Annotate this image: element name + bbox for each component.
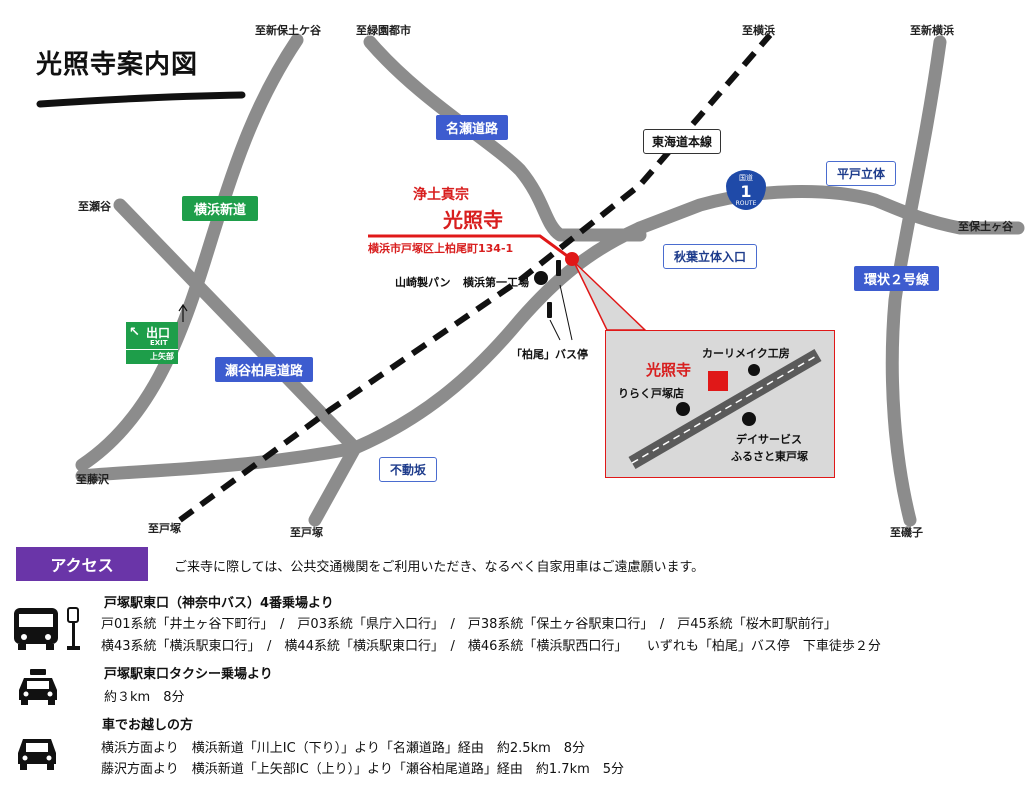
dest-midori: 至緑園都市: [356, 24, 411, 37]
yamazaki-dot: [534, 271, 548, 285]
road-nasedoro: [363, 35, 647, 242]
dest-yokohama: 至横浜: [742, 24, 775, 37]
inset-temple-name: 光照寺: [646, 361, 692, 379]
road-yokohama-shindo: [113, 198, 362, 455]
dest-seya: 至瀬谷: [78, 200, 111, 213]
taxi-line-1: 約３km 8分: [104, 690, 185, 705]
dest-totsuka-2: 至戸塚: [290, 526, 323, 539]
route1-kokudo: 国道: [739, 174, 753, 182]
dest-shinhodogaya: 至新保土ケ谷: [255, 24, 321, 37]
area-map: 光照寺案内図 至新保土ケ谷 至緑園都市 至横浜 至新横浜 至瀬谷 至保土ヶ谷 至…: [36, 24, 1025, 539]
temple-leader-line: [368, 234, 571, 260]
access-intro: ご来寺に際しては、公共交通機関をご利用いただき、なるべく自家用車はご遠慮願います…: [174, 560, 705, 575]
exit-sign: ↖ 出口 EXIT 上矢部: [126, 322, 178, 364]
label-hirado: 平戸立体: [826, 161, 897, 186]
car-title: 車でお越しの方: [102, 718, 194, 733]
label-segaya: 瀬谷柏尾道路: [215, 357, 314, 382]
label-fudozaka: 不動坂: [379, 457, 438, 482]
label-tokaido: 東海道本線: [643, 129, 722, 154]
car-line-1: 横浜方面より 横浜新道「川上IC（下り）」より「名瀬道路」経由 約2.5km 8…: [101, 741, 586, 756]
taxi-title: 戸塚駅東口タクシー乗場より: [104, 667, 273, 682]
label-akiba: 秋葉立体入口: [663, 244, 758, 269]
road-shinhodogaya: [75, 33, 304, 472]
bus-line-2: 横43系統「横浜駅東口行」 / 横44系統「横浜駅東口行」 / 横46系統「横浜…: [101, 639, 881, 654]
dest-shinyokohama: 至新横浜: [910, 24, 954, 37]
inset-dayservice-2: ふるさと東戸塚: [731, 450, 808, 463]
map-title: 光照寺案内図: [36, 50, 199, 80]
route1-shield: 国道 1 ROUTE: [726, 170, 766, 210]
inset-pointer: [573, 261, 647, 331]
bus-icon: [12, 606, 82, 656]
dest-hodogaya: 至保土ヶ谷: [958, 220, 1013, 233]
dest-fujisawa: 至藤沢: [76, 473, 109, 486]
road-fujisawa: [75, 441, 362, 483]
road-kanjo2: [885, 35, 947, 527]
dest-totsuka-1: 至戸塚: [148, 522, 181, 535]
exit-en: EXIT: [150, 339, 168, 347]
dest-isogo: 至磯子: [890, 526, 923, 539]
access-header: アクセス: [16, 547, 148, 581]
route1-route: ROUTE: [735, 200, 757, 207]
bus-stop-marks: [547, 260, 561, 318]
label-kanjo2: 環状２号線: [854, 266, 940, 291]
label-yokohama-shindo: 横浜新道: [182, 196, 259, 221]
inset-road: [628, 348, 822, 470]
inset-map: 光照寺 カーリメイク工房 りらく戸塚店 デイサービス ふるさと東戸塚: [605, 330, 835, 478]
exit-place: 上矢部: [126, 349, 178, 364]
inset-dayservice-1: デイサービス: [736, 433, 802, 446]
landmark-busstop: 「柏尾」バス停: [511, 348, 588, 361]
inset-carry: カーリメイク工房: [702, 347, 790, 360]
road-main: [348, 221, 647, 455]
car-line-2: 藤沢方面より 横浜新道「上矢部IC（上り）」より「瀬谷柏尾道路」経由 約1.7k…: [101, 762, 625, 777]
temple-address: 横浜市戸塚区上柏尾町134-1: [368, 242, 514, 255]
route1-number: 1: [740, 182, 752, 201]
temple-name: 光照寺: [443, 208, 503, 232]
taxi-icon: [16, 668, 60, 710]
label-nasedoro: 名瀬道路: [436, 115, 509, 140]
exit-jp: 出口: [146, 326, 171, 340]
bus-title: 戸塚駅東口（神奈中バス）4番乗場より: [104, 596, 334, 611]
inset-riraku: りらく戸塚店: [618, 387, 684, 400]
car-icon: [14, 735, 60, 775]
landmark-daiichi: 横浜第一工場: [463, 276, 529, 289]
landmark-yamazaki: 山崎製パン: [395, 276, 451, 289]
exit-arrow-icon: ↖: [129, 325, 140, 340]
temple-sect: 浄土真宗: [413, 187, 469, 203]
road-totsuka: [308, 441, 362, 527]
bus-line-1: 戸01系統「井土ヶ谷下町行」 / 戸03系統「県庁入口行」 / 戸38系統「保土…: [101, 617, 837, 632]
